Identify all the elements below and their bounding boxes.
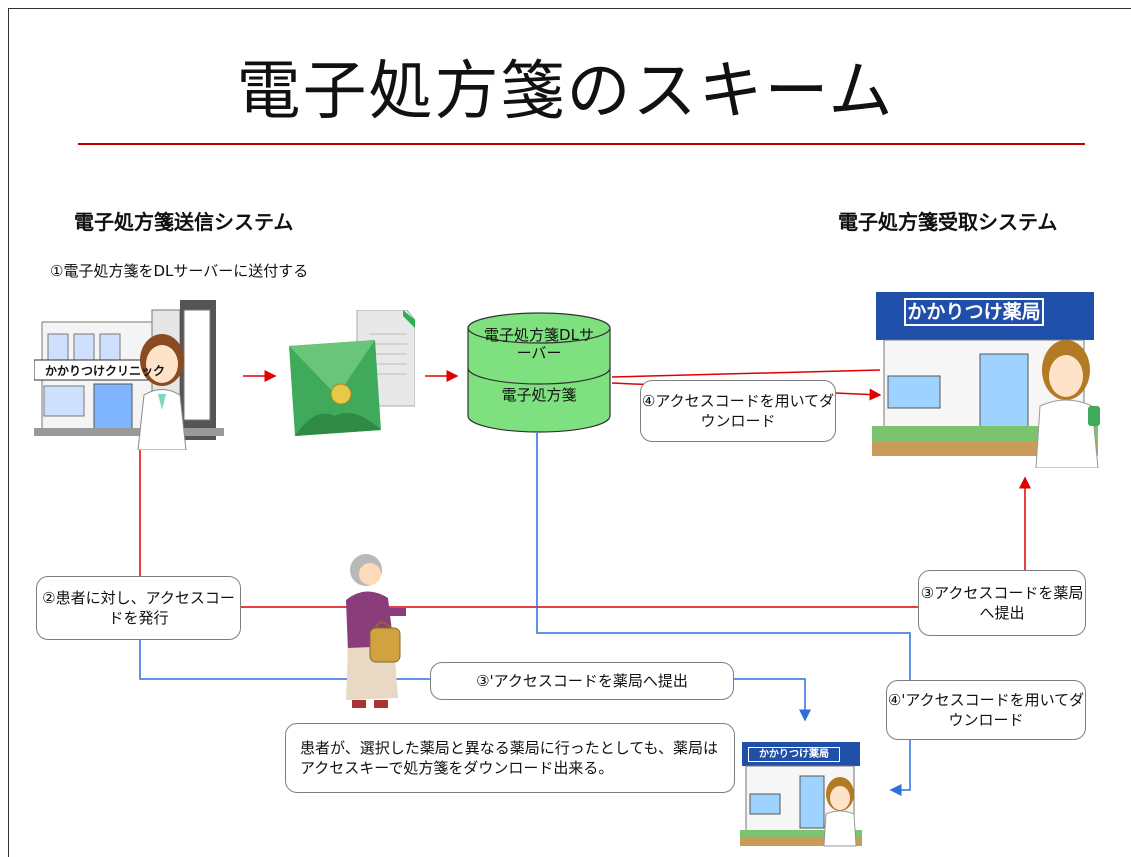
dl-server-label: 電子処方箋DLサーバー	[484, 326, 594, 362]
small-pharmacy-illustration	[740, 742, 862, 847]
step2-issue-code-box: ②患者に対し、アクセスコードを発行	[36, 576, 241, 640]
slide-title: 電子処方箋のスキーム	[236, 55, 895, 129]
step3b-submit-code-box: ③'アクセスコードを薬局へ提出	[430, 662, 734, 700]
e-prescription-envelope-icon	[289, 310, 415, 436]
access-code-red-path	[139, 430, 1031, 608]
patient-illustration	[346, 554, 406, 708]
receiver-system-heading: 電子処方箋受取システム	[838, 210, 1058, 234]
dl-server-database	[467, 312, 611, 433]
step3-submit-code-box: ③アクセスコードを薬局へ提出	[918, 570, 1086, 636]
pharmacy-sign: かかりつけ薬局	[904, 298, 1044, 326]
clinic-illustration	[34, 300, 224, 450]
slide-frame	[8, 8, 1131, 857]
step4-download-box: ④アクセスコードを用いてダウンロード	[640, 380, 836, 442]
db-prescription-label: 電子処方箋	[501, 386, 577, 404]
small-pharmacy-sign: かかりつけ薬局	[748, 747, 840, 762]
clinic-sign: かかりつけクリニック	[44, 364, 166, 378]
patient-note-box: 患者が、選択した薬局と異なる薬局に行ったとしても、薬局はアクセスキーで処方箋をダ…	[285, 723, 735, 793]
step1-note: ①電子処方箋をDLサーバーに送付する	[50, 262, 309, 280]
db-download-blue-path	[536, 433, 911, 796]
title-underline	[78, 143, 1085, 145]
pharmacy-illustration	[872, 292, 1100, 468]
sender-system-heading: 電子処方箋送信システム	[74, 210, 294, 234]
db-to-pharmacy-line	[611, 369, 881, 378]
step4b-download-box: ④'アクセスコードを用いてダウンロード	[886, 680, 1086, 740]
